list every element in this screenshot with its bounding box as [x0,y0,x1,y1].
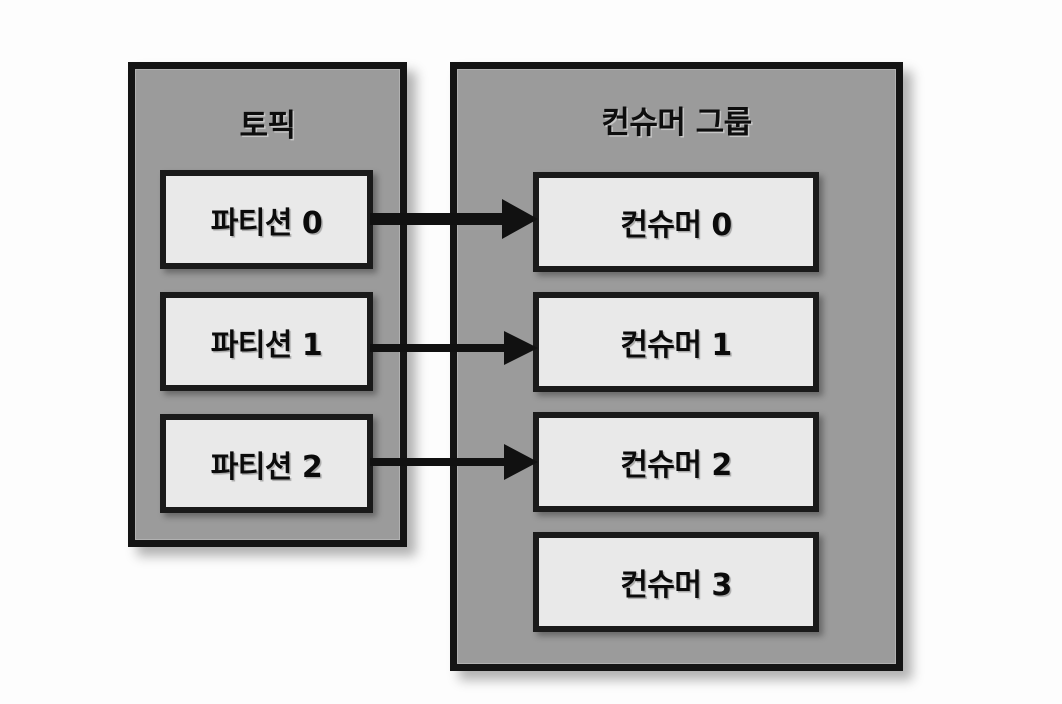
topic-panel-title: 토픽 [239,108,296,144]
consumer-group-panel-title: 컨슈머 그룹 [601,105,752,141]
consumer-node-1-label: 컨슈머 1 [620,328,732,363]
arrow-partition-2-to-consumer-2 [370,440,542,484]
consumer-node-3-label: 컨슈머 3 [620,568,732,603]
partition-node-1[interactable]: 파티션 1 [160,292,373,391]
partition-node-2[interactable]: 파티션 2 [160,414,373,513]
partition-node-0-label: 파티션 0 [210,205,323,241]
consumer-node-0-label: 컨슈머 0 [620,208,732,243]
arrow-partition-1-to-consumer-1 [370,326,542,370]
arrow-partition-0-to-consumer-0 [370,197,542,241]
partition-node-0[interactable]: 파티션 0 [160,170,373,269]
consumer-node-0[interactable]: 컨슈머 0 [533,172,819,272]
consumer-node-2[interactable]: 컨슈머 2 [533,412,819,512]
partition-node-2-label: 파티션 2 [210,449,323,485]
partition-node-1-label: 파티션 1 [210,327,323,363]
consumer-node-3[interactable]: 컨슈머 3 [533,532,819,632]
consumer-node-2-label: 컨슈머 2 [620,448,732,483]
consumer-node-1[interactable]: 컨슈머 1 [533,292,819,392]
